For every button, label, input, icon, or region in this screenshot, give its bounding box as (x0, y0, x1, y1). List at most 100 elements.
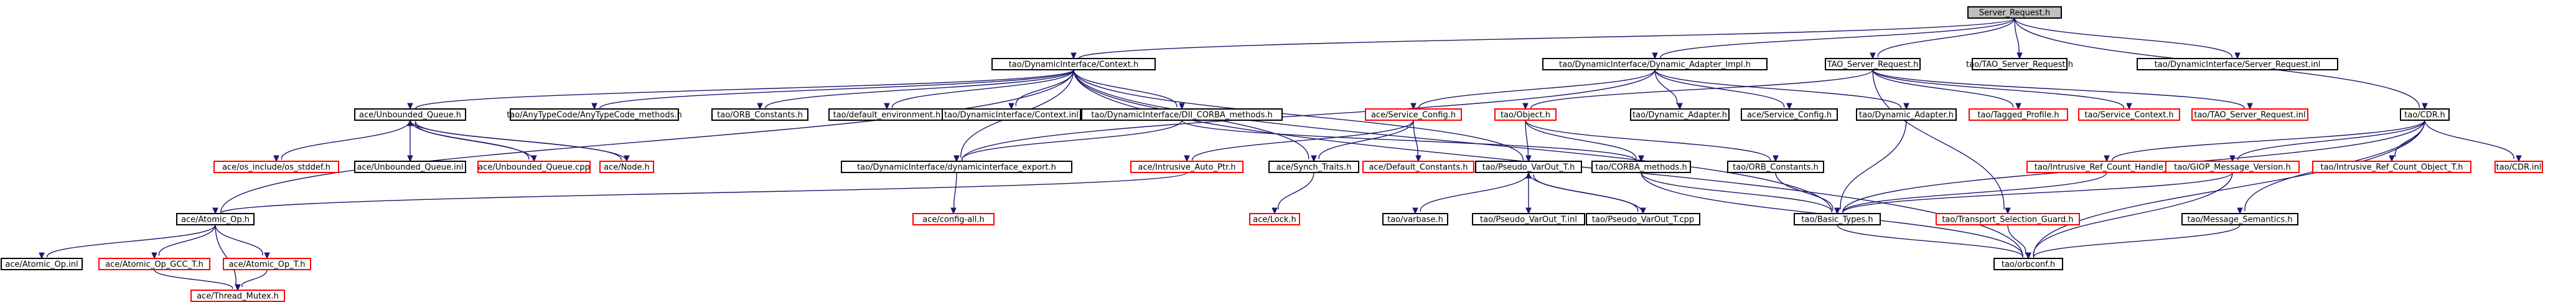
node-tao_tao_server_request_inl[interactable]: tao/TAO_Server_Request.inl (2191, 108, 2308, 121)
node-dii_server_request_inl[interactable]: tao/DynamicInterface/Server_Request.inl (2137, 58, 2338, 70)
node-ace_atomic_op_t_h[interactable]: ace/Atomic_Op_T.h (223, 258, 311, 270)
node-tao_pseudo_varout_t_cpp[interactable]: tao/Pseudo_VarOut_T.cpp (1586, 213, 1700, 225)
node-dii_dynamicinterface_export_h[interactable]: tao/DynamicInterface/dynamicinterface_ex… (841, 161, 1072, 173)
node-box (2191, 108, 2308, 121)
node-box (2078, 108, 2180, 121)
edge-arrowhead (1677, 103, 1683, 110)
edge-line (1420, 172, 1529, 212)
node-label: tao/Pseudo_VarOut_T.h (1482, 163, 1575, 172)
edge-tao_server_request_h_a-to-tao_tao_server_request_inl (1872, 69, 2253, 110)
node-box (1475, 161, 1582, 173)
edge-line (2014, 17, 2232, 58)
node-tao_pseudo_varout_t_inl[interactable]: tao/Pseudo_VarOut_T.inl (1472, 213, 1585, 225)
edge-ace_atomic_op_h-to-ace_atomic_op_t_h (215, 224, 270, 260)
edge-arrowhead (591, 103, 597, 110)
node-tao_anytypecode_methods_h[interactable]: tao/AnyTypeCode/AnyTypeCode_methods.h (507, 108, 682, 121)
node-tao_basic_types_h[interactable]: tao/Basic_Types.h (1794, 213, 1881, 225)
node-dii_dynamic_adapter_impl_h[interactable]: tao/DynamicInterface/Dynamic_Adapter_Imp… (1542, 58, 1768, 70)
node-ace_intrusive_auto_ptr_h[interactable]: ace/Intrusive_Auto_Ptr.h (1130, 161, 1244, 173)
node-ace_unbounded_queue_inl[interactable]: ace/Unbounded_Queue.inl (354, 161, 466, 173)
edge-line (47, 224, 216, 258)
edge-arrowhead (2389, 155, 2395, 163)
node-tao_transport_selection_guard_h[interactable]: tao/Transport_Selection_Guard.h (1936, 213, 2080, 225)
node-tao_dynamic_adapter_h_mid[interactable]: tao/Dynamic_Adapter.h (1630, 108, 1730, 121)
edge-ace_node_h-to-ace_unbounded_queue_h (407, 119, 627, 162)
node-ace_unbounded_queue_cpp[interactable]: ace/Unbounded_Queue.cpp (477, 161, 591, 173)
node-ace_lock_h[interactable]: ace/Lock.h (1249, 213, 1300, 225)
node-tao_tao_server_request_h[interactable]: tao/TAO_Server_Request.h (1966, 58, 2073, 70)
edge-arrowhead (407, 119, 413, 126)
node-tao_intrusive_ref_count_handle_t_h[interactable]: tao/Intrusive_Ref_Count_Handle_T.h (2026, 161, 2187, 173)
node-label: tao/GIOP_Message_Version.h (2174, 163, 2291, 172)
edge-arrowhead (2126, 103, 2132, 110)
node-dii_context_h[interactable]: tao/DynamicInterface/Context.h (991, 58, 1156, 70)
node-ace_synch_traits_h[interactable]: ace/Synch_Traits.h (1268, 161, 1359, 173)
node-tao_pseudo_varout_t_h[interactable]: tao/Pseudo_VarOut_T.h (1475, 161, 1582, 173)
node-ace_unbounded_queue_h[interactable]: ace/Unbounded_Queue.h (354, 108, 466, 121)
edge-line (1192, 120, 1414, 161)
node-box (477, 161, 591, 173)
edge-line (2033, 224, 2241, 258)
edge-line (1533, 174, 1644, 214)
node-tao_service_context_h[interactable]: tao/Service_Context.h (2078, 108, 2180, 121)
node-tao_giop_message_version_h[interactable]: tao/GIOP_Message_Version.h (2165, 161, 2300, 173)
node-label: tao/Object.h (1501, 111, 1550, 120)
node-tao_tagged_profile_h[interactable]: tao/Tagged_Profile.h (1969, 108, 2068, 121)
node-tao_corba_methods_h[interactable]: tao/CORBA_methods.h (1591, 161, 1691, 173)
node-box (1586, 213, 1700, 225)
edge-arrowhead (1638, 155, 1644, 163)
node-ace_os_stddef_h[interactable]: ace/os_include/os_stddef.h (213, 161, 339, 173)
node-ace_config_all_h[interactable]: ace/config-all.h (912, 213, 995, 225)
edge-arrowhead (950, 207, 957, 215)
node-dii_dii_corba_methods_h[interactable]: tao/DynamicInterface/DII_CORBA_methods.h (1081, 108, 1283, 121)
node-tao_cdr_inl[interactable]: tao/CDR.inl (2494, 161, 2543, 173)
node-tao_varbase_h[interactable]: tao/varbase.h (1382, 213, 1448, 225)
node-dii_context_inl[interactable]: tao/DynamicInterface/Context.inl (942, 108, 1081, 121)
node-box (1542, 58, 1768, 70)
node-label: tao/Basic_Types.h (1801, 215, 1873, 225)
edge-line (1654, 69, 1678, 105)
node-tao_intrusive_ref_count_object_t_h[interactable]: tao/Intrusive_Ref_Count_Object_T.h (2312, 161, 2471, 173)
node-label: tao/TAO_Server_Request.h (1966, 60, 2073, 70)
edge-arrowhead (264, 252, 270, 260)
node-server_request_h[interactable]: Server_Request.h (1967, 6, 2062, 19)
node-ace_default_constants_h[interactable]: ace/Default_Constants.h (1362, 161, 1474, 173)
node-box (1130, 161, 1244, 173)
node-ace_atomic_op_inl[interactable]: ace/Atomic_Op.inl (1, 258, 83, 270)
node-tao_orb_constants_h_top[interactable]: tao/ORB_Constants.h (711, 108, 808, 121)
node-tao_dynamic_adapter_h[interactable]: tao/Dynamic_Adapter.h (1856, 108, 1957, 121)
node-label: Server_Request.h (1979, 9, 2050, 18)
node-ace_thread_mutex_h[interactable]: ace/Thread_Mutex.h (190, 290, 285, 302)
edge-line (220, 69, 1074, 213)
node-tao_cdr_h[interactable]: tao/CDR.h (2400, 108, 2450, 121)
node-label: ace/Unbounded_Queue.h (359, 111, 461, 120)
edge-line (2033, 172, 2233, 257)
node-ace_node_h[interactable]: ace/Node.h (599, 161, 654, 173)
edge-arrowhead (2422, 103, 2428, 110)
edge-tao_cdr_h-to-tao_intrusive_ref_count_handle_t_h (2104, 120, 2425, 163)
node-tao_orbconf_h[interactable]: tao/orbconf.h (1993, 258, 2063, 270)
node-label: tao/TAO_Server_Request.inl (2194, 111, 2305, 120)
node-ace_service_config_h[interactable]: ace/Service_Config.h (1365, 108, 1462, 121)
edge-dii_context_h-to-tao_anytypecode_methods_h (591, 69, 1074, 110)
node-ace_atomic_op_gcc_t_h[interactable]: ace/Atomic_Op_GCC_T.h (98, 258, 210, 270)
node-label: tao/AnyTypeCode/AnyTypeCode_methods.h (507, 111, 682, 120)
node-tao_server_request_h_a[interactable]: TAO_Server_Request.h (1825, 58, 1921, 70)
edge-arrowhead (1870, 52, 1876, 60)
node-label: ace/Atomic_Op_T.h (229, 260, 306, 270)
node-box (1856, 108, 1957, 121)
node-tao_orb_constants_h[interactable]: tao/ORB_Constants.h (1727, 161, 1824, 173)
node-label: tao/Message_Semantics.h (2188, 215, 2293, 225)
edge-line (1278, 172, 1314, 210)
edge-arrowhead (1522, 103, 1529, 110)
node-tao_default_environment_h[interactable]: tao/default_environment.h (828, 108, 945, 121)
node-box (1969, 108, 2068, 121)
node-tao_message_semantics_h[interactable]: tao/Message_Semantics.h (2181, 213, 2298, 225)
node-box (1249, 213, 1300, 225)
node-tao_object_h[interactable]: tao/Object.h (1494, 108, 1557, 121)
edge-line (2014, 17, 2020, 54)
node-box (1993, 258, 2063, 270)
node-label: TAO_Server_Request.h (1827, 60, 1919, 70)
node-ace_atomic_op_h[interactable]: ace/Atomic_Op.h (176, 213, 255, 225)
node-ace_service_config_h_plain[interactable]: ace/Service_Config.h (1741, 108, 1838, 121)
